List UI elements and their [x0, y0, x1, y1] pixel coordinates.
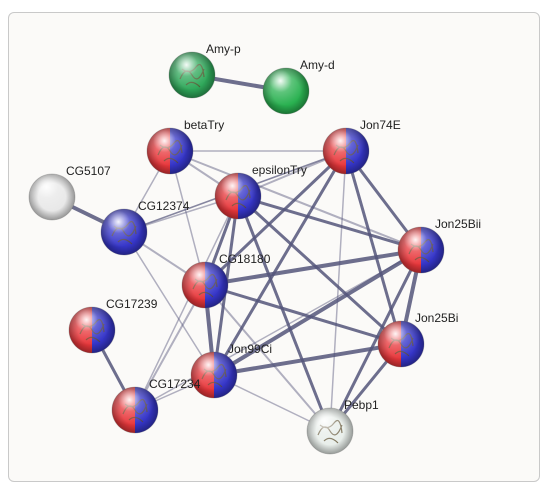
edge-jon25bi-jon99ci[interactable]: [212, 342, 403, 377]
node-label-cg5107: CG5107: [66, 164, 111, 178]
node-label-amy-p: Amy-p: [206, 42, 241, 56]
node-label-cg17234: CG17234: [149, 377, 201, 391]
edge-betatry-cg18180[interactable]: [169, 150, 206, 286]
node-jon74e[interactable]: Jon74E: [322, 118, 401, 175]
node-label-betatry: betaTry: [184, 118, 224, 132]
node-cg17234[interactable]: CG17234: [111, 377, 201, 434]
node-cg5107[interactable]: CG5107: [28, 164, 111, 221]
node-amy-d[interactable]: Amy-d: [262, 58, 335, 115]
node-label-jon25bii: Jon25Bii: [435, 217, 481, 231]
node-jon25bii[interactable]: Jon25Bii: [397, 217, 481, 274]
node-label-jon25bi: Jon25Bi: [415, 311, 458, 325]
edge-cg18180-pebp1[interactable]: [204, 284, 331, 432]
edge-epsilontry-jon25bii[interactable]: [236, 194, 423, 252]
edge-jon74e-jon99ci[interactable]: [212, 149, 348, 377]
edge-epsilontry-cg17234[interactable]: [134, 195, 239, 411]
node-cg18180[interactable]: CG18180: [181, 252, 271, 309]
node-label-cg12374: CG12374: [138, 199, 190, 213]
node-pebp1[interactable]: Pebp1: [306, 398, 379, 455]
node-amy-p[interactable]: Amy-p: [168, 42, 241, 99]
node-label-cg17239: CG17239: [106, 297, 158, 311]
node-label-epsilontry: epsilonTry: [252, 163, 307, 177]
node-cg17239[interactable]: CG17239: [68, 297, 158, 354]
edge-cg18180-jon25bii[interactable]: [203, 248, 423, 287]
node-cg12374[interactable]: CG12374: [100, 199, 190, 256]
edge-jon74e-jon25bi[interactable]: [344, 149, 403, 346]
node-epsilontry[interactable]: epsilonTry: [214, 163, 307, 220]
edge-epsilontry-jon25bi[interactable]: [236, 194, 403, 346]
edge-jon25bii-cg17234[interactable]: [134, 249, 422, 411]
node-label-amy-d: Amy-d: [300, 58, 335, 72]
node-label-pebp1: Pebp1: [344, 398, 379, 412]
edge-jon74e-cg18180[interactable]: [203, 149, 348, 287]
edge-cg12374-jon99ci[interactable]: [123, 231, 215, 376]
node-label-cg18180: CG18180: [219, 252, 271, 266]
edge-cg18180-cg17234[interactable]: [134, 284, 206, 411]
node-betatry[interactable]: betaTry: [146, 118, 224, 175]
edge-jon74e-pebp1[interactable]: [329, 150, 347, 432]
edge-jon25bii-pebp1[interactable]: [328, 248, 423, 433]
edge-jon25bii-jon99ci[interactable]: [212, 248, 423, 377]
node-label-jon99ci: Jon99Ci: [228, 342, 272, 356]
edge-cg18180-jon25bi[interactable]: [203, 283, 403, 346]
node-jon25bi[interactable]: Jon25Bi: [377, 311, 458, 368]
node-label-jon74e: Jon74E: [360, 118, 401, 132]
node-jon99ci[interactable]: Jon99Ci: [190, 342, 272, 399]
edge-epsilontry-pebp1[interactable]: [236, 194, 332, 433]
